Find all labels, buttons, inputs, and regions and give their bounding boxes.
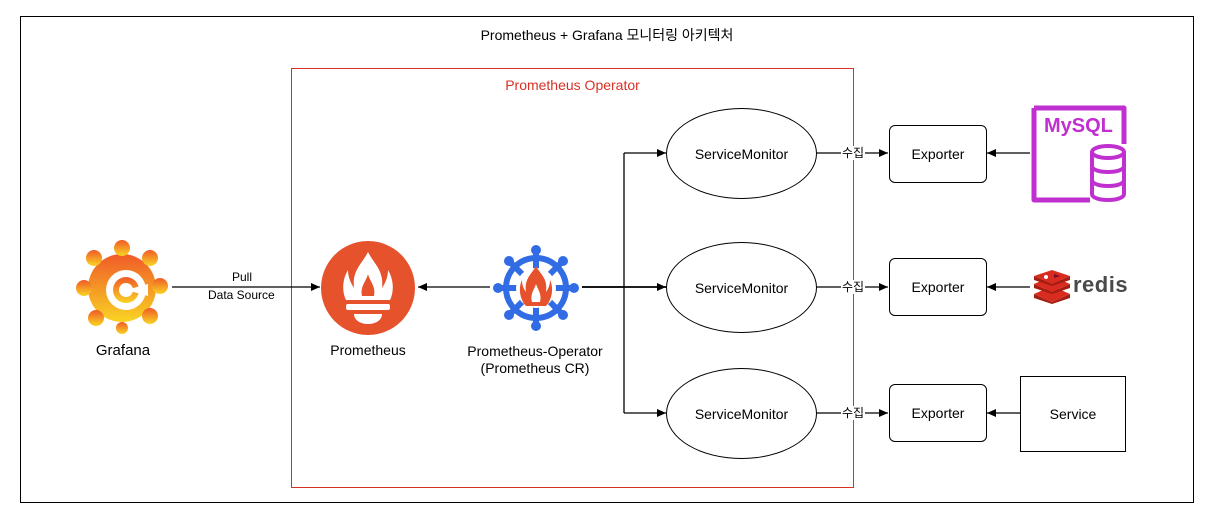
prometheus-operator-group-label: Prometheus Operator [505,77,640,93]
exporter-1-label: Exporter [911,146,965,162]
grafana-label: Grafana [80,343,166,359]
pull-label: Pull [231,270,254,284]
data-source-label: Data Source [207,288,276,302]
operator-label-line1: Prometheus-Operator [455,343,615,359]
operator-label-line2: (Prometheus CR) [455,360,615,376]
exporter-3: Exporter [889,384,987,442]
service-box: Service [1020,376,1126,452]
servicemonitor-1-label: ServiceMonitor [694,145,789,162]
servicemonitor-3-label: ServiceMonitor [694,405,789,422]
service-label: Service [1049,406,1097,422]
helm-wheel-flame-icon [493,245,579,331]
exporter-2-label: Exporter [911,279,965,295]
prometheus-operator-group [291,68,854,488]
exporter-3-label: Exporter [911,405,965,421]
servicemonitor-3: ServiceMonitor [666,368,817,459]
exporter-2: Exporter [889,258,987,316]
collect-label-3: 수집 [841,406,866,420]
diagram-title: Prometheus + Grafana 모니터링 아키텍처 [480,27,734,43]
servicemonitor-2: ServiceMonitor [666,242,817,333]
prometheus-logo-icon [321,241,415,335]
mysql-database-icon [1031,105,1127,203]
servicemonitor-1: ServiceMonitor [666,108,817,199]
servicemonitor-2-label: ServiceMonitor [694,279,789,296]
exporter-1: Exporter [889,125,987,183]
collect-label-2: 수집 [841,280,866,294]
redis-label: redis [1073,272,1129,297]
collect-label-1: 수집 [841,146,866,160]
grafana-logo-icon [76,240,168,334]
mysql-label: MySQL [1044,115,1113,137]
redis-logo-icon [1034,270,1070,304]
diagram-frame [20,16,1194,503]
prometheus-label: Prometheus [318,342,418,358]
